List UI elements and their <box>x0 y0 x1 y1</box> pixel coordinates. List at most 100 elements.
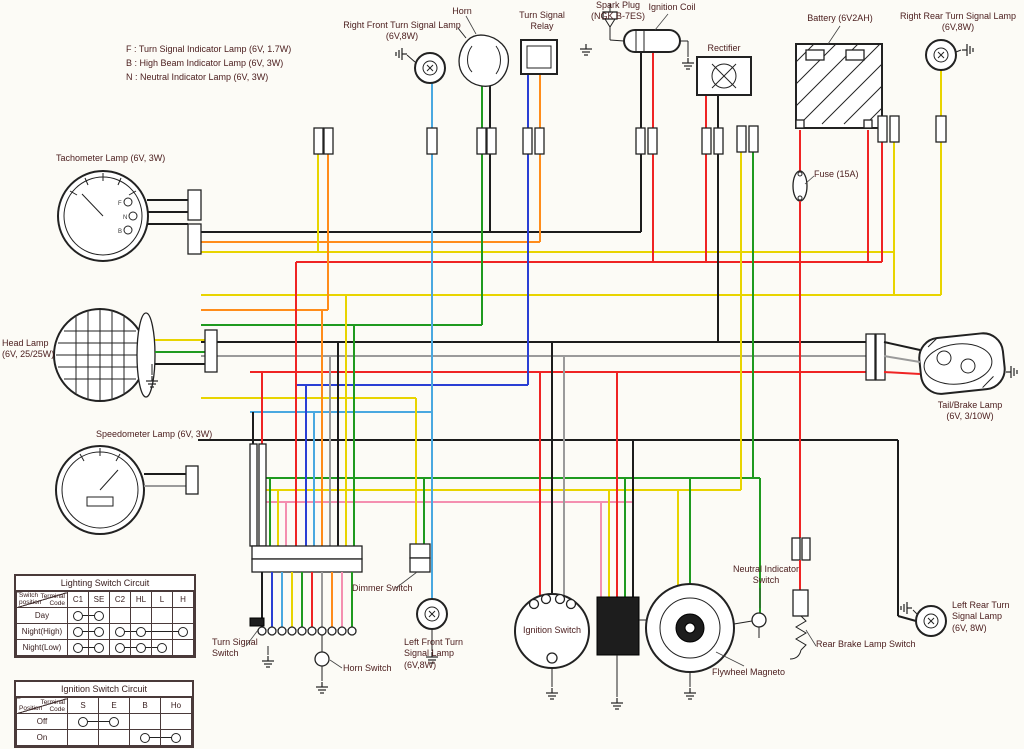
switch-cell <box>129 713 161 730</box>
switch-cell <box>67 639 89 656</box>
terminal-col-HL: HL <box>130 591 152 608</box>
label-tail-brake-lamp: Tail/Brake Lamp (6V, 3/10W) <box>937 400 1003 422</box>
label-ignition-switch: Ignition Switch <box>522 625 582 635</box>
terminal-col-S: S <box>67 697 99 714</box>
table-row: Day <box>16 607 194 624</box>
lighting-table-title: Lighting Switch Circuit <box>16 576 194 591</box>
label-horn: Horn <box>452 6 472 16</box>
rear-brake-lamp-switch <box>789 589 817 660</box>
switch-cell <box>151 623 173 640</box>
switch-cell <box>98 713 130 730</box>
row-label: On <box>16 729 68 746</box>
table-row: On <box>16 729 192 746</box>
switch-cell <box>160 713 192 730</box>
fuse <box>791 130 815 590</box>
ignition-table-title: Ignition Switch Circuit <box>16 682 192 697</box>
ignition-switch <box>514 593 590 687</box>
label-rear-brake-switch: Rear Brake Lamp Switch <box>816 639 916 649</box>
switch-cell <box>172 623 194 640</box>
label-ignition-coil: Ignition Coil <box>648 2 696 12</box>
table-row: Night(Low) <box>16 639 194 656</box>
switch-cell <box>160 729 192 746</box>
label-tachometer-lamp: Tachometer Lamp (6V, 3W) <box>56 153 166 163</box>
tach-face-f: F <box>118 201 122 207</box>
horn-switch <box>314 635 343 681</box>
label-right-rear-turn: Right Rear Turn Signal Lamp (6V,8W) <box>899 11 1017 33</box>
legend-line-n: N : Neutral Indicator Lamp (6V, 3W) <box>126 72 269 82</box>
label-rectifier: Rectifier <box>707 43 741 53</box>
label-right-front-turn: Right Front Turn Signal Lamp (6V,8W) <box>343 20 461 42</box>
switch-cell <box>151 607 173 624</box>
switch-cell <box>67 607 89 624</box>
switch-cell <box>109 607 131 624</box>
dimmer-switch <box>395 543 431 589</box>
handlebar-switch-connector <box>245 443 363 655</box>
label-spark-plug: Spark Plug (NGK B-7ES) <box>590 0 645 22</box>
cdi-unit <box>596 596 652 697</box>
switch-cell <box>130 607 152 624</box>
label-turn-signal-switch: Turn Signal Switch <box>212 637 258 659</box>
row-label: Night(Low) <box>16 639 68 656</box>
battery <box>795 25 883 129</box>
switch-cell <box>109 623 131 640</box>
table-row: Off <box>16 713 192 730</box>
tachometer: F N B <box>57 170 202 262</box>
row-label: Night(High) <box>16 623 68 640</box>
label-head-lamp: Head Lamp (6V, 25/25W) <box>2 338 55 360</box>
tach-face-n: N <box>123 215 127 221</box>
speedometer <box>55 445 199 535</box>
switch-cell <box>67 729 99 746</box>
switch-cell <box>130 623 152 640</box>
right-rear-turn-signal-lamp <box>925 39 962 71</box>
label-neutral-switch: Neutral Indicator Switch <box>732 564 800 586</box>
head-lamp <box>53 308 218 402</box>
wire-harness <box>198 52 942 622</box>
switch-cell <box>130 639 152 656</box>
label-flywheel-magneto: Flywheel Magneto <box>712 667 786 677</box>
switch-cell <box>67 713 99 730</box>
legend-line-b: B : High Beam Indicator Lamp (6V, 3W) <box>126 58 284 68</box>
label-turn-signal-relay: Turn Signal Relay <box>519 10 565 32</box>
switch-cell <box>67 623 89 640</box>
label-left-rear-turn: Left Rear Turn Signal Lamp (6V, 8W) <box>952 600 1010 633</box>
terminal-col-SE: SE <box>88 591 110 608</box>
label-dimmer-switch: Dimmer Switch <box>352 583 413 593</box>
horn <box>457 15 509 87</box>
label-battery: Battery (6V2AH) <box>807 13 873 23</box>
switch-cell <box>172 639 194 656</box>
turn-signal-switch <box>249 617 265 627</box>
left-front-turn-signal-lamp <box>416 598 448 651</box>
terminal-col-B: B <box>129 697 161 714</box>
tail-brake-lamp <box>865 332 1006 395</box>
label-left-front-turn: Left Front Turn Signal Lamp (6V,8W) <box>404 637 464 670</box>
label-horn-switch: Horn Switch <box>343 663 392 673</box>
terminal-col-E: E <box>98 697 130 714</box>
neutral-indicator-switch <box>751 588 767 638</box>
terminal-col-C1: C1 <box>67 591 89 608</box>
label-speedometer-lamp: Speedometer Lamp (6V, 3W) <box>96 429 213 439</box>
switch-cell <box>129 729 161 746</box>
legend-line-f: F : Turn Signal Indicator Lamp (6V, 1.7W… <box>126 44 292 54</box>
switch-cell <box>88 623 110 640</box>
tach-face-b: B <box>118 229 122 235</box>
switch-cell <box>151 639 173 656</box>
switch-cell <box>88 607 110 624</box>
right-front-turn-signal-lamp <box>406 52 446 84</box>
row-label: Day <box>16 607 68 624</box>
switch-cell <box>109 639 131 656</box>
inline-connectors <box>313 115 947 155</box>
switch-cell <box>172 607 194 624</box>
rectifier <box>696 56 752 96</box>
ignition-coil <box>609 13 695 70</box>
left-rear-turn-signal-lamp <box>912 605 947 637</box>
terminal-col-Ho: Ho <box>160 697 192 714</box>
switch-cell <box>88 639 110 656</box>
spark-plug <box>579 4 618 56</box>
terminal-col-H: H <box>172 591 194 608</box>
table-row: Night(High) <box>16 623 194 640</box>
